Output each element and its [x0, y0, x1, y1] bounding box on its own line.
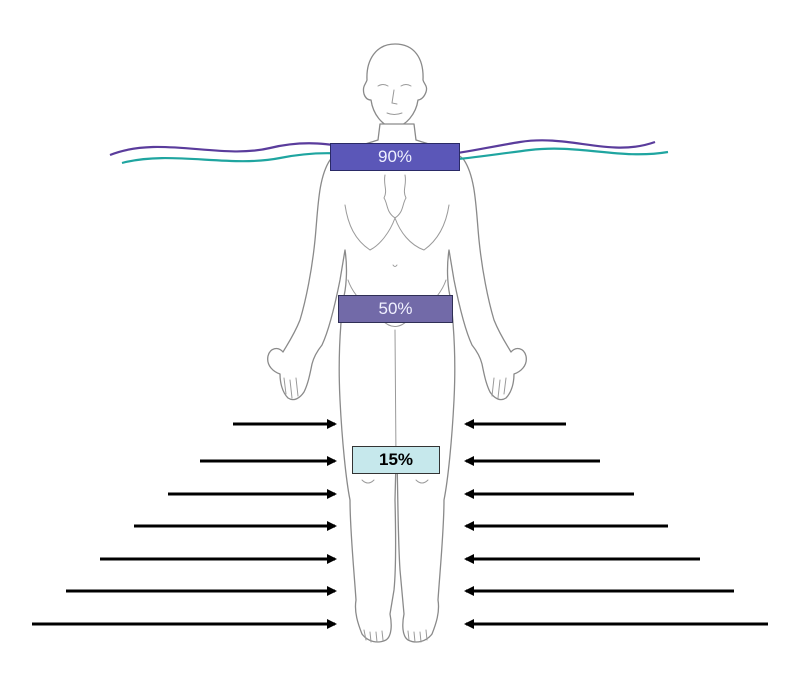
navel [392, 264, 398, 267]
left-knee [361, 479, 375, 484]
thigh-percent-label: 15% [352, 446, 440, 474]
sternum [383, 174, 407, 219]
head [362, 43, 428, 129]
right-toes [407, 629, 428, 643]
hip-percent-label: 50% [338, 295, 453, 323]
right-fingers [491, 377, 507, 399]
pressure-arrows [32, 419, 768, 629]
left-fingers [283, 377, 299, 399]
right-knee [415, 479, 429, 484]
right-eye [400, 84, 412, 87]
torso-and-arms [267, 123, 527, 643]
left-toes [363, 629, 384, 643]
mouth [386, 112, 403, 115]
inner-legs [394, 329, 397, 461]
left-eye [377, 84, 389, 87]
shoulder-percent-label: 90% [330, 143, 460, 171]
human-figure [267, 43, 527, 643]
nose [391, 89, 398, 105]
